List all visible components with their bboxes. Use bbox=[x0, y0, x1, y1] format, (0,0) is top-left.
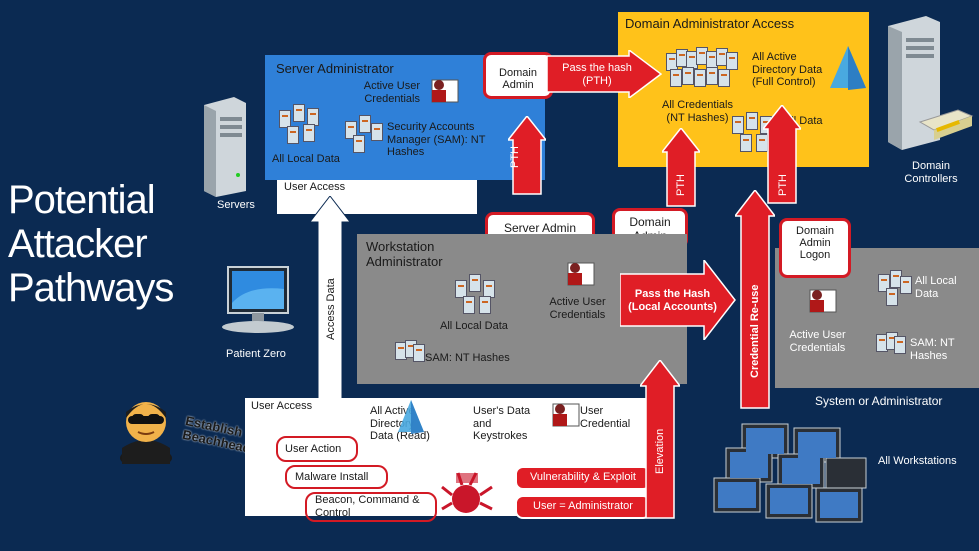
malware-install-label: Malware Install bbox=[295, 471, 369, 483]
pth-label-workstation: PTH bbox=[675, 174, 687, 196]
establish-beachhead-label: Establish Beachhead bbox=[181, 413, 253, 456]
system-or-admin-label: System or Administrator bbox=[815, 394, 943, 408]
user-action-box bbox=[276, 436, 358, 462]
workstation-sam-label: SAM: NT Hashes bbox=[425, 352, 510, 364]
pass-the-hash-local-label: Pass the Hash (Local Accounts) bbox=[628, 288, 717, 313]
pass-the-hash-label: Pass the hash (PTH) bbox=[562, 62, 632, 87]
workstation-local-data-icon bbox=[455, 270, 505, 320]
server-tower-icon bbox=[200, 93, 250, 198]
user-admin-pill: User = Administrator bbox=[515, 495, 651, 519]
dc-credentials-icon bbox=[666, 45, 746, 95]
users-data-label: User's Data and Keystrokes bbox=[473, 405, 531, 443]
workstation-active-user-credentials: Active User Credentials bbox=[549, 296, 606, 321]
server-admin-heading: Server Administrator bbox=[276, 61, 394, 76]
system-sam-icon bbox=[876, 330, 906, 360]
pth-arrow-dc bbox=[761, 103, 803, 205]
servers-label: Servers bbox=[217, 199, 255, 211]
server-all-local-data: All Local Data bbox=[272, 153, 340, 165]
domain-admin-pill: Domain Admin bbox=[483, 52, 553, 99]
user-access-label: User Access bbox=[251, 400, 313, 412]
system-active-user-credentials: Active User Credentials bbox=[789, 329, 846, 354]
system-sam-label: SAM: NT Hashes bbox=[910, 337, 955, 362]
pass-the-hash-arrow bbox=[546, 48, 663, 100]
server-sam-icon bbox=[345, 115, 385, 155]
server-sam-label: Security Accounts Manager (SAM): NT Hash… bbox=[387, 121, 486, 159]
server-active-user-credentials: Active User Credentials bbox=[363, 80, 420, 105]
beacon-label: Beacon, Command & Control bbox=[315, 494, 420, 519]
vulnerability-exploit-pill: Vulnerability & Exploit bbox=[515, 466, 651, 490]
malware-install-box bbox=[285, 465, 388, 489]
patient-zero-monitor-icon bbox=[208, 265, 308, 345]
dc-all-credentials: All Credentials (NT Hashes) bbox=[662, 99, 733, 124]
patient-zero-label: Patient Zero bbox=[226, 348, 286, 360]
dc-all-ad-data: All Active Directory Data (Full Control) bbox=[752, 51, 823, 89]
user-credential-label: User Credential bbox=[580, 405, 631, 430]
user-ad-pyramid-icon bbox=[396, 398, 426, 438]
system-all-local-data: All Local Data bbox=[915, 275, 957, 300]
pth-arrow-workstation bbox=[660, 126, 702, 208]
elevation-label: Elevation bbox=[654, 428, 666, 474]
admin-person-icon bbox=[424, 74, 460, 108]
attacker-icon bbox=[112, 392, 180, 468]
all-workstations-label: All Workstations bbox=[878, 455, 957, 467]
pth-label-server: PTH bbox=[509, 146, 521, 168]
system-local-data-icon bbox=[878, 268, 918, 308]
pth-arrow-server bbox=[506, 114, 548, 196]
credential-reuse-label: Credential Re-use bbox=[749, 284, 761, 378]
server-local-data-icon bbox=[277, 100, 337, 150]
user-credential-icon bbox=[545, 398, 581, 432]
bug-virus-icon bbox=[438, 465, 498, 525]
domain-controller-icon bbox=[880, 12, 975, 162]
domain-admin-access-label: Domain Administrator Access bbox=[625, 16, 795, 31]
beacon-box bbox=[305, 492, 437, 522]
elevation-arrow bbox=[638, 358, 682, 520]
domain-admin-logon-pill: Domain Admin Logon bbox=[779, 218, 851, 278]
pth-label-dc: PTH bbox=[777, 174, 789, 196]
workstation-admin-heading: Workstation Administrator bbox=[366, 239, 443, 269]
user-action-label: User Action bbox=[285, 443, 342, 455]
dc-all-data-icon bbox=[732, 108, 782, 158]
all-workstations-icon bbox=[712, 418, 872, 528]
ad-pyramid-icon bbox=[828, 44, 868, 94]
domain-controllers-label: Domain Controllers bbox=[904, 160, 958, 185]
server-user-access-box bbox=[277, 180, 477, 214]
workstation-sam-icon bbox=[395, 338, 425, 368]
workstation-all-local-data: All Local Data bbox=[440, 320, 508, 332]
system-admin-person-icon bbox=[802, 284, 838, 318]
page-title: Potential Attacker Pathways bbox=[8, 178, 174, 310]
access-data-label: Access Data bbox=[325, 278, 337, 340]
pass-the-hash-local-arrow bbox=[619, 257, 736, 343]
credential-reuse-arrow bbox=[733, 188, 777, 410]
server-user-access-label: User Access bbox=[284, 181, 346, 193]
workstation-admin-person-icon bbox=[560, 257, 596, 291]
